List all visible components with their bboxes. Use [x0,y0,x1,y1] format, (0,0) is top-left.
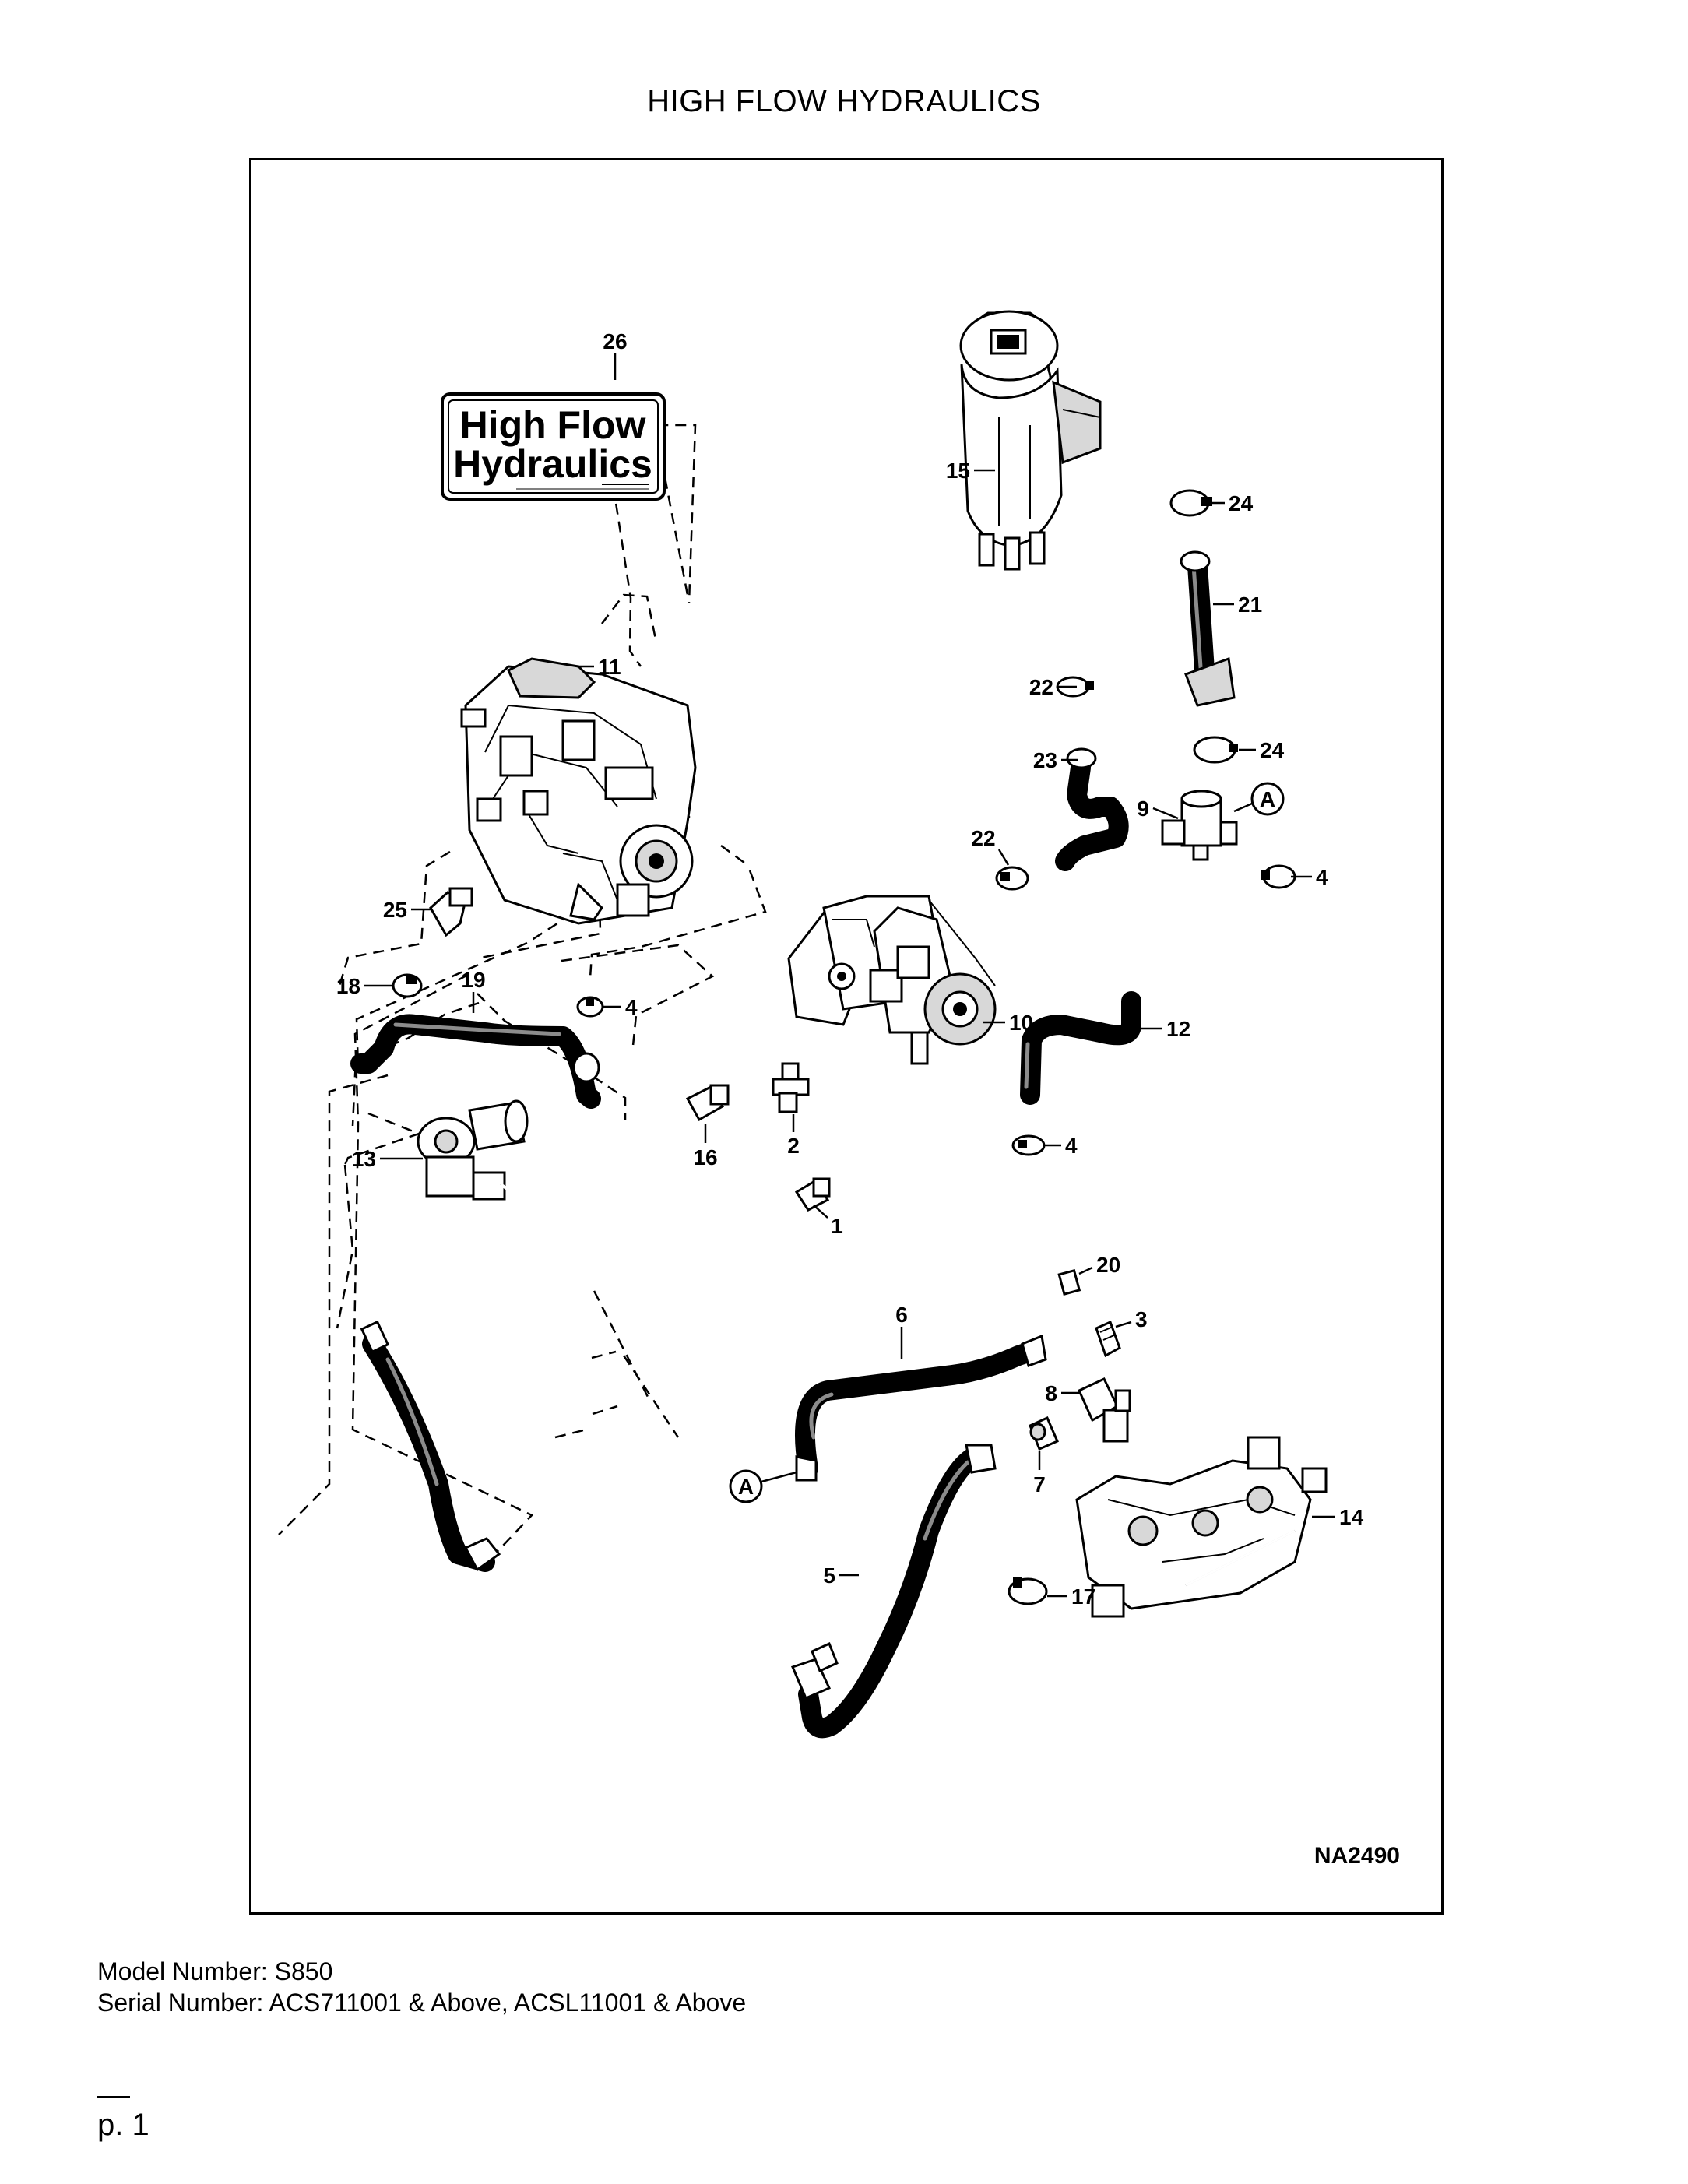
svg-text:A: A [1260,787,1275,811]
hose-clamp-4-lower [1011,1134,1046,1156]
callout-leaders [364,353,1335,1598]
fitting-7 [1029,1416,1059,1451]
hose-6 [794,1334,1047,1482]
callout-14: 14 [1339,1505,1364,1529]
fitting-16 [685,1084,730,1122]
callout-11: 11 [598,655,621,679]
hose-21 [1180,550,1236,707]
hose-clamp-24-top [1169,489,1212,517]
callout-24-top: 24 [1229,491,1254,515]
callout-1: 1 [831,1214,843,1238]
callout-12: 12 [1166,1017,1190,1041]
callout-15: 15 [946,459,970,483]
hose-clamp-4-right [1261,864,1296,889]
callout-21: 21 [1238,593,1262,617]
page-number: p. 1 [97,2108,149,2142]
callout-4-left: 4 [625,995,638,1019]
callout-labels: 26 15 24 21 22 24 23 9 4 22 11 25 18 19 … [336,329,1364,1609]
svg-text:A: A [738,1475,754,1499]
callout-6: 6 [895,1303,908,1327]
tee-fitting-8 [1078,1377,1131,1443]
fitting-elbow-25 [429,887,473,937]
decal-line1: High Flow [460,403,646,447]
callout-23: 23 [1033,748,1057,772]
callout-22-upper: 22 [1029,675,1053,699]
callout-13: 13 [352,1147,376,1171]
callout-25: 25 [383,898,407,922]
connector-a-bottom: A [729,1469,797,1503]
hose-12 [1020,991,1141,1105]
callout-18: 18 [336,974,360,998]
page-number-rule [97,2096,130,2098]
callout-3: 3 [1135,1307,1148,1331]
gear-pump [787,895,997,1065]
callout-4-lower: 4 [1065,1134,1078,1158]
callout-16: 16 [693,1145,717,1169]
hydrostatic-pump [460,657,697,925]
hose-23 [1055,747,1129,871]
hose-clamp-4-left [576,996,604,1018]
callout-10: 10 [1009,1011,1033,1035]
callout-5: 5 [823,1563,835,1588]
diverter-valve-14 [1075,1436,1328,1618]
callout-2: 2 [787,1134,800,1158]
connector-a-top: A [1233,782,1285,816]
callout-9: 9 [1137,797,1149,821]
fitting-1 [794,1177,831,1212]
drawing-id: NA2490 [1314,1843,1400,1869]
callout-19: 19 [461,968,485,992]
page-title: HIGH FLOW HYDRAULICS [647,84,1041,118]
callout-8: 8 [1045,1381,1057,1405]
hose-5 [790,1444,997,1739]
model-number: Model Number: S850 [97,1957,333,1985]
callout-20: 20 [1096,1253,1120,1277]
coupler-valve-13 [360,1099,530,1572]
callout-17: 17 [1071,1584,1095,1609]
callout-26: 26 [603,329,627,353]
callout-22-lower: 22 [971,826,995,850]
decal-high-flow: High Flow Hydraulics [441,392,666,501]
hose-clamp-17 [1008,1577,1048,1605]
hydraulic-filter [959,310,1102,571]
callout-4-right: 4 [1316,865,1328,889]
tee-fitting-9 [1161,790,1238,861]
callout-7: 7 [1033,1472,1046,1496]
hose-clamp-22-lower [995,866,1029,891]
callout-24-mid: 24 [1260,738,1285,762]
serial-number: Serial Number: ACS711001 & Above, ACSL11… [97,1989,747,2017]
fitting-20 [1057,1268,1081,1296]
hose-clamp-24-mid [1193,736,1238,764]
fitting-3 [1095,1320,1121,1358]
hose-19 [350,1014,601,1109]
decal-line2: Hydraulics [453,442,652,486]
fitting-2 [772,1062,810,1113]
hose-clamp-18 [392,973,423,998]
parts-diagram: High Flow Hydraulics [249,158,1444,1915]
